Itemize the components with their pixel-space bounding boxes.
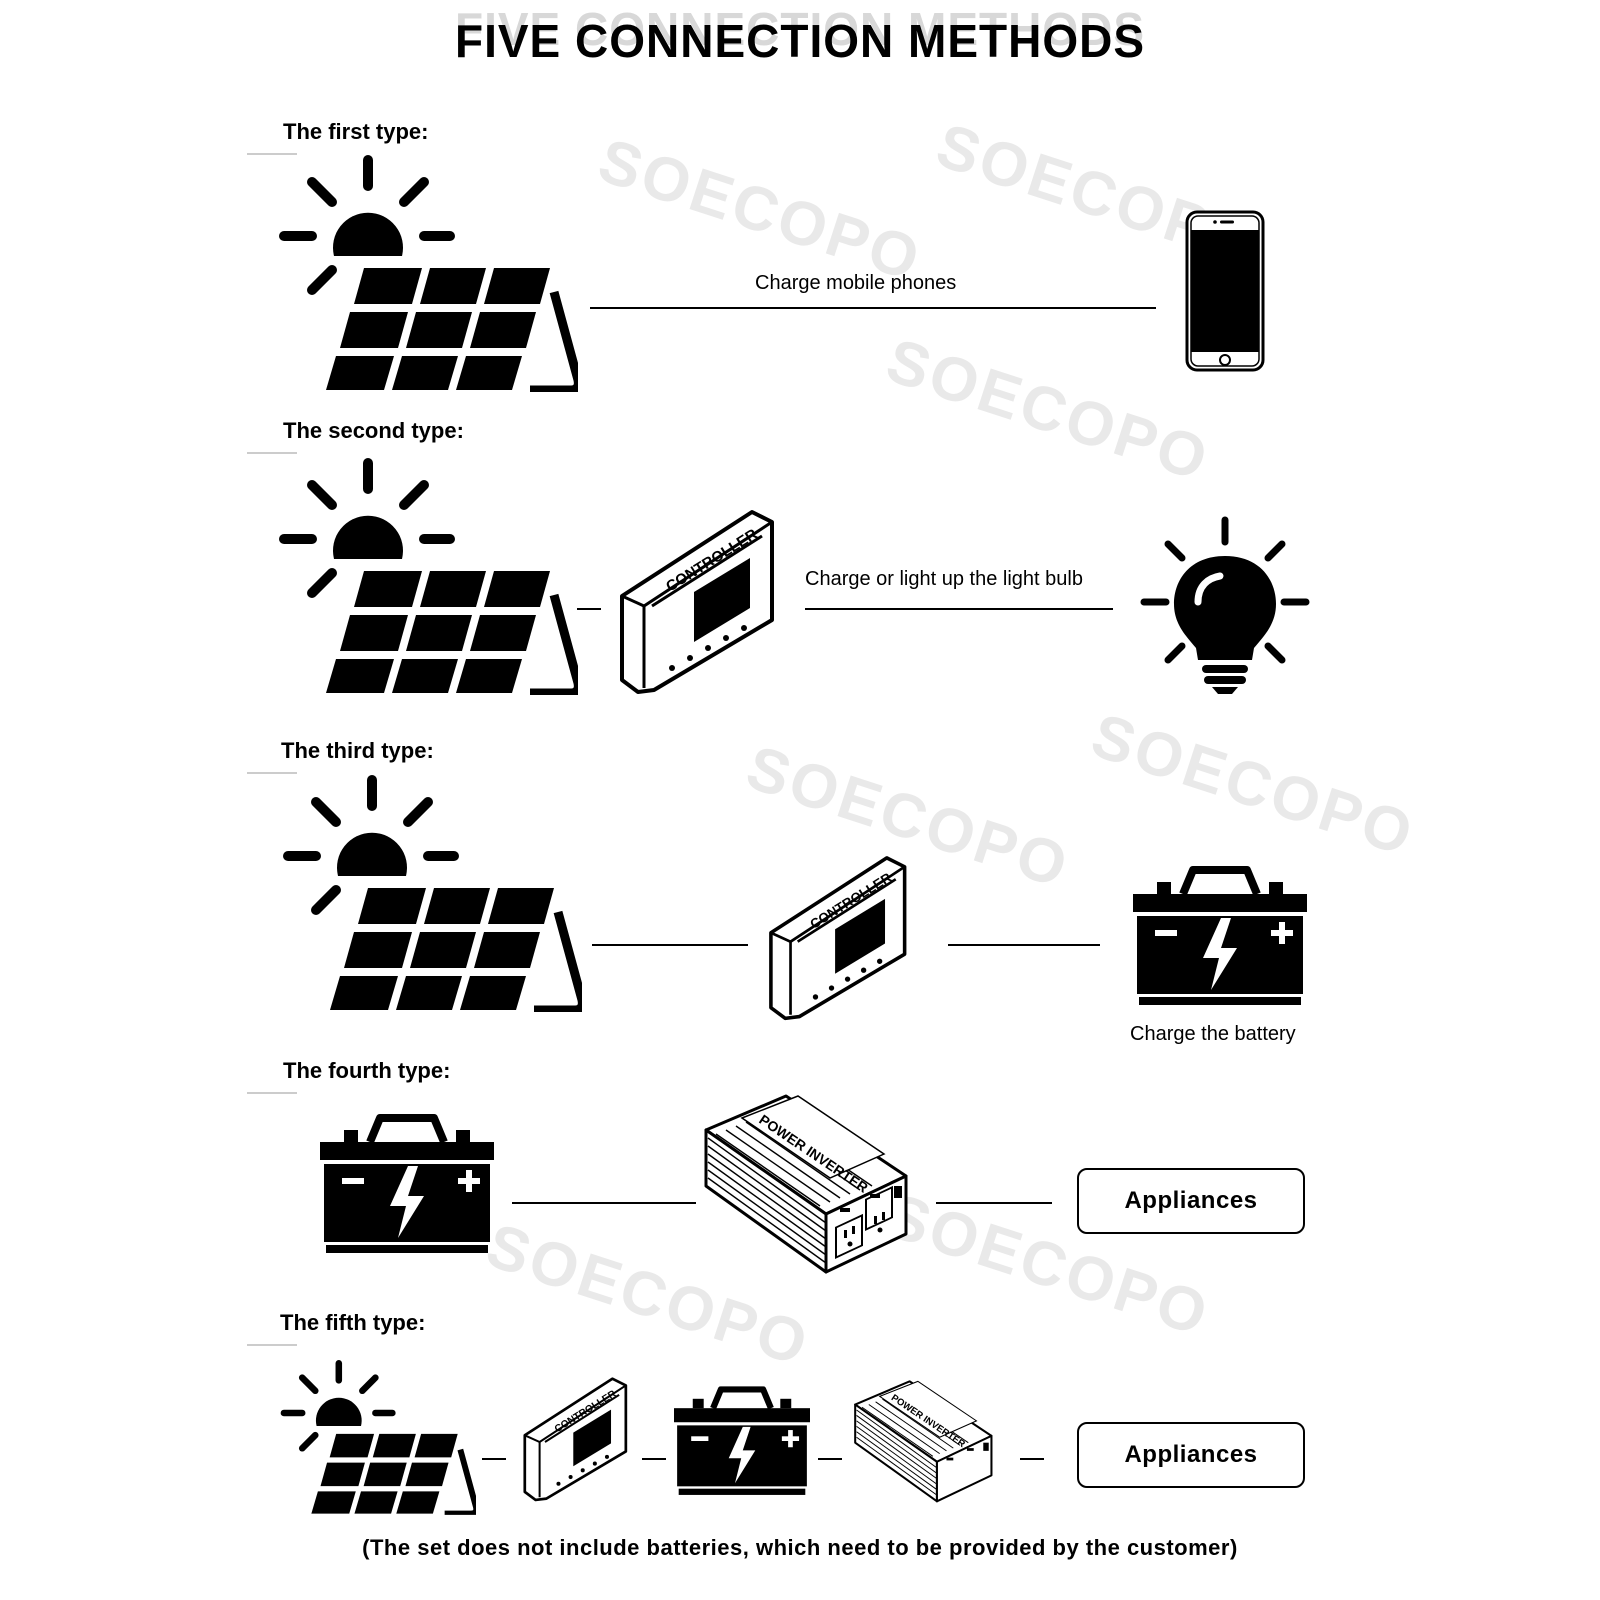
section-label-third: The third type: [281, 738, 434, 763]
light-bulb-icon [1140, 516, 1310, 696]
appliances-box: Appliances [1077, 1422, 1305, 1488]
section-underline [247, 153, 297, 155]
section-underline [247, 1344, 297, 1346]
connection-line [818, 1458, 842, 1460]
watermark-text: SOECOPO [590, 125, 930, 295]
solar-panel-icon [278, 152, 578, 392]
caption-charge-battery: Charge the battery [1130, 1023, 1296, 1045]
solar-panel-icon [282, 772, 582, 1012]
connection-line [642, 1458, 666, 1460]
connection-line [482, 1458, 506, 1460]
connection-line [590, 307, 1156, 309]
connection-line [948, 944, 1100, 946]
caption-light-bulb: Charge or light up the light bulb [805, 568, 1083, 590]
charge-controller-icon: CONTROLLER [769, 856, 907, 1021]
car-battery-icon [1133, 866, 1307, 1006]
car-battery-icon [674, 1386, 810, 1496]
solar-panel-icon [280, 1358, 476, 1515]
caption-charge-phones: Charge mobile phones [755, 272, 957, 294]
appliances-box: Appliances [1077, 1168, 1305, 1234]
power-inverter-icon: POWER INVERTER [704, 1094, 908, 1274]
connection-line [936, 1202, 1052, 1204]
section-underline [247, 452, 297, 454]
connection-line [592, 944, 748, 946]
power-inverter-icon: POWER INVERTER [854, 1380, 993, 1503]
section-label-first: The first type: [283, 119, 429, 144]
ghost-title: FIVE CONNECTION METHODS [454, 3, 1146, 55]
car-battery-icon [320, 1114, 494, 1254]
connection-line [1020, 1458, 1044, 1460]
page-title: FIVE CONNECTION METHODS [454, 15, 1146, 67]
section-label-fourth: The fourth type: [283, 1058, 451, 1083]
solar-panel-icon [278, 455, 578, 695]
charge-controller-icon: CONTROLLER [523, 1377, 628, 1502]
section-underline [247, 772, 297, 774]
watermark-text: SOECOPO [1083, 700, 1423, 870]
section-label-second: The second type: [283, 418, 464, 443]
section-label-fifth: The fifth type: [280, 1310, 426, 1335]
watermark-text: SOECOPO [878, 325, 1218, 495]
footer-note: (The set does not include batteries, whi… [362, 1535, 1238, 1560]
connection-line [512, 1202, 696, 1204]
connection-line [805, 608, 1113, 610]
section-underline [247, 1092, 297, 1094]
smartphone-icon [1185, 210, 1265, 372]
connection-line [577, 608, 601, 610]
charge-controller-icon: CONTROLLER [620, 510, 774, 694]
